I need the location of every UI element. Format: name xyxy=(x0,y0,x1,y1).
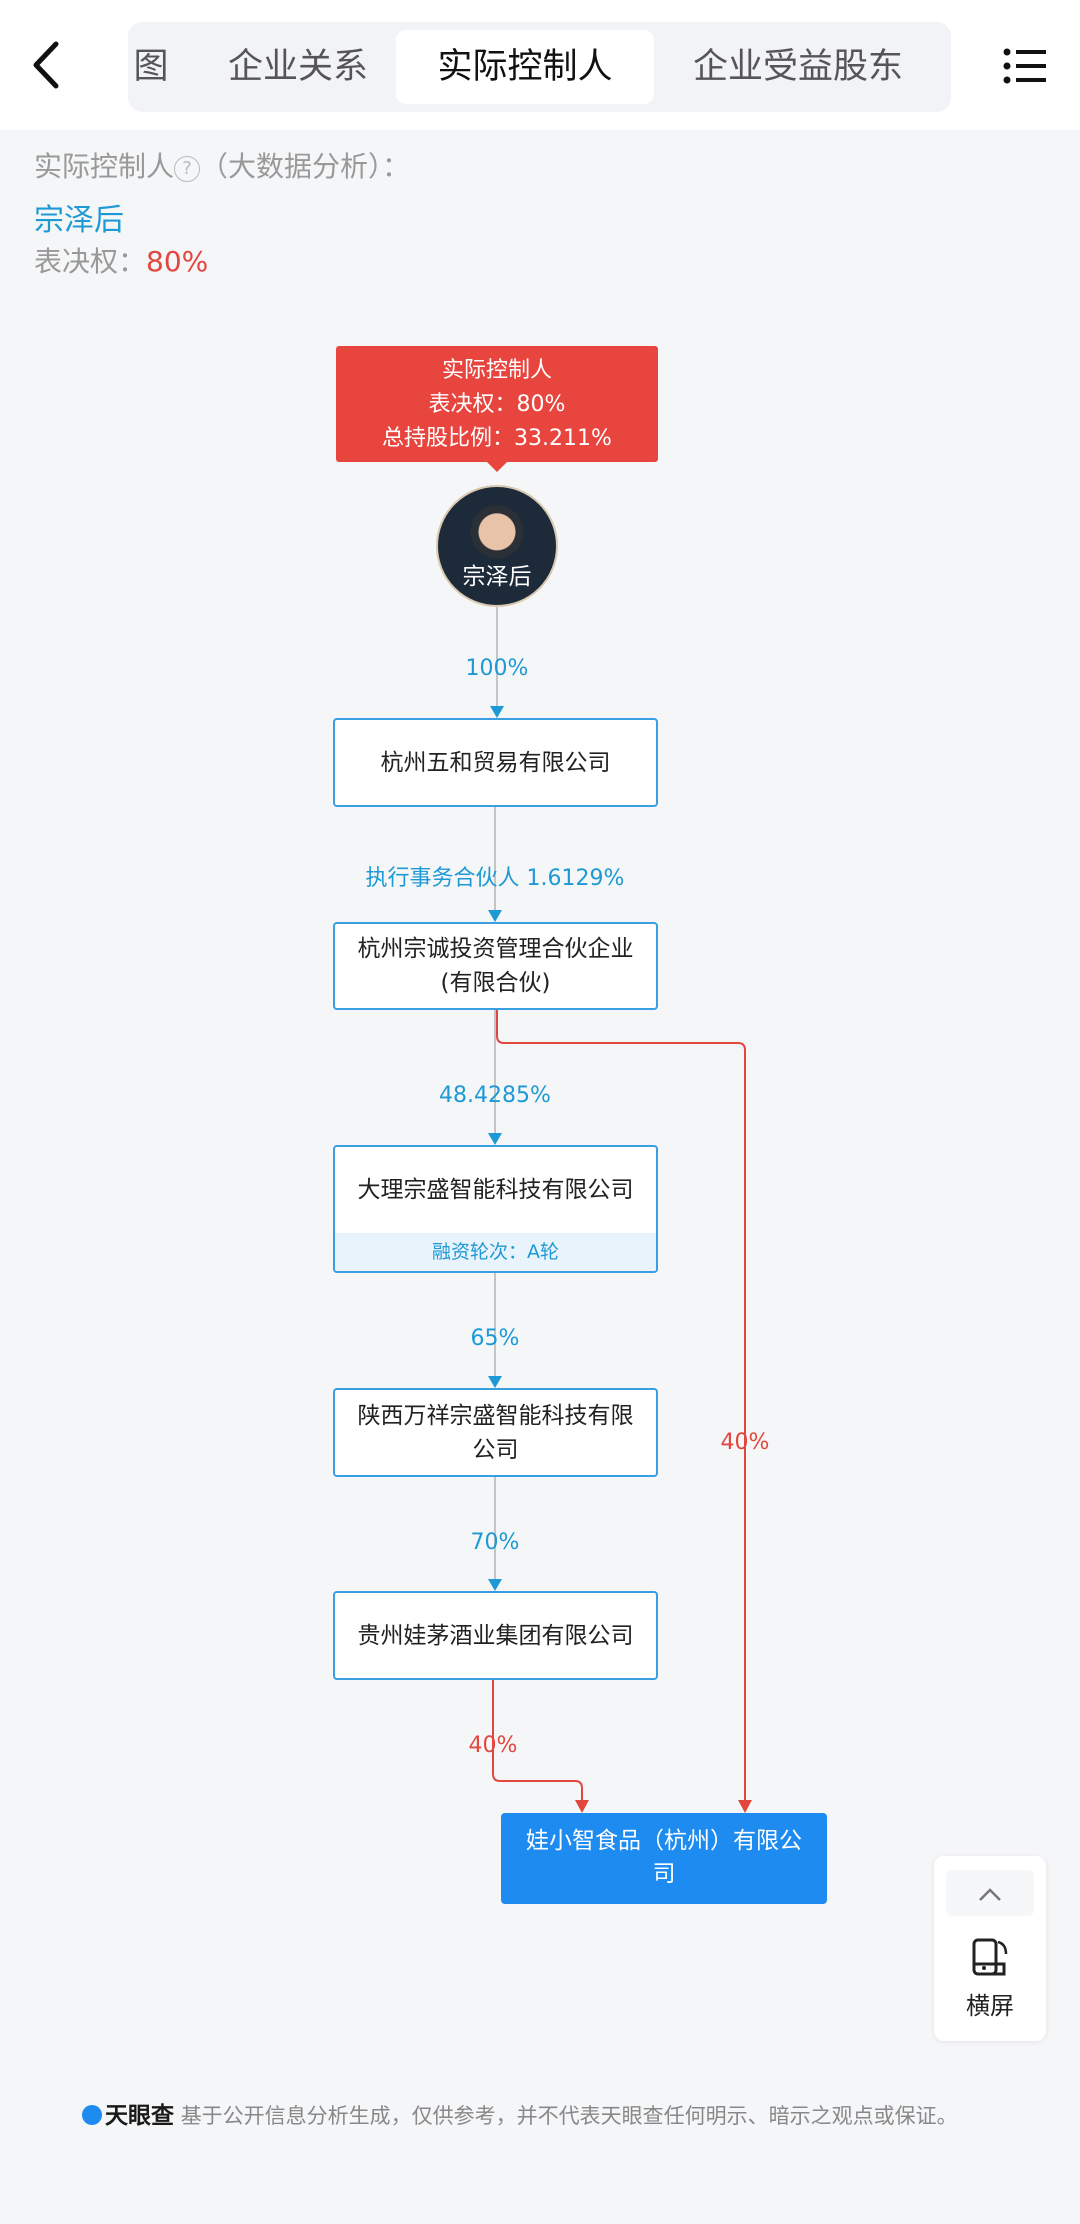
tab-enterprise-relations[interactable]: 企业关系 xyxy=(227,47,368,87)
tab-graph[interactable]: 图 xyxy=(133,47,169,87)
company-name: 陕西万祥宗盛智能科技有限 xyxy=(357,1402,634,1429)
controller-name-link[interactable]: 宗泽后 xyxy=(34,203,124,238)
logo-mark-icon xyxy=(82,2105,102,2125)
help-question-icon[interactable]: ? xyxy=(174,156,201,182)
summary-title-text: 实际控制人 xyxy=(34,150,175,183)
edge-label: 100% xyxy=(465,656,529,681)
financing-round-tag: 融资轮次：A轮 xyxy=(335,1233,656,1271)
avatar-name: 宗泽后 xyxy=(462,564,532,590)
arrow-head-icon xyxy=(488,1133,502,1145)
top-nav-bar: 图 企业关系 实际控制人 企业受益股东 xyxy=(0,0,1080,130)
company-node[interactable]: 大理宗盛智能科技有限公司 融资轮次：A轮 xyxy=(333,1145,658,1273)
edge-label-red: 40% xyxy=(720,1430,770,1455)
menu-list-icon[interactable] xyxy=(1003,46,1047,86)
company-node[interactable]: 贵州娃茅酒业集团有限公司 xyxy=(333,1591,658,1680)
disclaimer-text: 基于公开信息分析生成，仅供参考，并不代表天眼查任何明示、暗示之观点或保证。 xyxy=(180,2104,958,2128)
company-name-line2: (有限合伙) xyxy=(440,970,551,996)
edge-label: 65% xyxy=(470,1326,520,1351)
edge-label-red: 40% xyxy=(468,1733,518,1758)
scroll-top-button[interactable] xyxy=(946,1870,1034,1916)
company-node[interactable]: 陕西万祥宗盛智能科技有限公司 xyxy=(333,1388,658,1477)
avatar[interactable]: 宗泽后 xyxy=(436,485,558,607)
tianyancha-logo: 天眼查 xyxy=(82,2103,174,2129)
target-company-node[interactable]: 娃小智食品（杭州）有限公司 xyxy=(501,1813,827,1904)
arrow-head-icon xyxy=(575,1800,589,1813)
landscape-label: 横屏 xyxy=(966,1992,1014,2020)
company-node[interactable]: 杭州五和贸易有限公司 xyxy=(333,718,658,807)
controller-info-card: 实际控制人 表决权：80% 总持股比例：33.211% xyxy=(336,346,658,462)
company-name: 杭州五和贸易有限公司 xyxy=(380,749,611,776)
controller-role: 实际控制人 xyxy=(441,358,552,383)
chevron-up-icon xyxy=(979,1888,1001,1901)
tab-strip: 图 企业关系 实际控制人 企业受益股东 xyxy=(128,22,951,112)
company-name: 杭州宗诚投资管理合伙企业 xyxy=(357,936,634,962)
edge-label: 70% xyxy=(470,1530,520,1555)
arrow-head-icon xyxy=(738,1800,752,1813)
company-name-line2: 公司 xyxy=(472,1436,519,1463)
floating-toolbar: 横屏 xyxy=(934,1856,1046,2041)
red-edge-line xyxy=(496,1010,746,1802)
tab-beneficial-owner[interactable]: 企业受益股东 xyxy=(692,47,903,87)
vote-label: 表决权： xyxy=(34,245,147,278)
controller-vote: 表决权：80% xyxy=(428,392,566,417)
arrow-head-icon xyxy=(488,910,502,922)
edge-label: 48.4285% xyxy=(439,1083,551,1108)
brand-text: 天眼查 xyxy=(105,2103,174,2129)
edge-label: 执行事务合伙人 1.6129% xyxy=(365,866,625,891)
arrow-head-icon xyxy=(488,1376,502,1388)
vote-value: 80% xyxy=(146,245,209,278)
summary-title-suffix: （大数据分析）： xyxy=(200,150,411,183)
company-node[interactable]: 杭州宗诚投资管理合伙企业 (有限合伙) xyxy=(333,922,658,1010)
landscape-button[interactable]: 横屏 xyxy=(934,1936,1046,2031)
target-name-line2: 司 xyxy=(652,1861,676,1887)
arrow-head-icon xyxy=(490,706,504,718)
controller-share: 总持股比例：33.211% xyxy=(382,426,612,451)
tab-actual-controller[interactable]: 实际控制人 xyxy=(396,30,654,104)
red-edge-line xyxy=(492,1680,583,1802)
company-name: 贵州娃茅酒业集团有限公司 xyxy=(357,1622,634,1649)
rotate-screen-icon xyxy=(972,1938,1008,1976)
controller-summary-title: 实际控制人?（大数据分析）： xyxy=(34,145,410,185)
back-arrow-icon[interactable] xyxy=(28,40,68,90)
card-pointer xyxy=(486,461,508,472)
company-name: 大理宗盛智能科技有限公司 xyxy=(357,1177,634,1203)
arrow-head-icon xyxy=(488,1579,502,1591)
disclaimer-footer: 天眼查 基于公开信息分析生成，仅供参考，并不代表天眼查任何明示、暗示之观点或保证… xyxy=(82,2096,958,2130)
target-name: 娃小智食品（杭州）有限公 xyxy=(526,1828,802,1854)
vote-right-row: 表决权：80% xyxy=(34,240,208,280)
